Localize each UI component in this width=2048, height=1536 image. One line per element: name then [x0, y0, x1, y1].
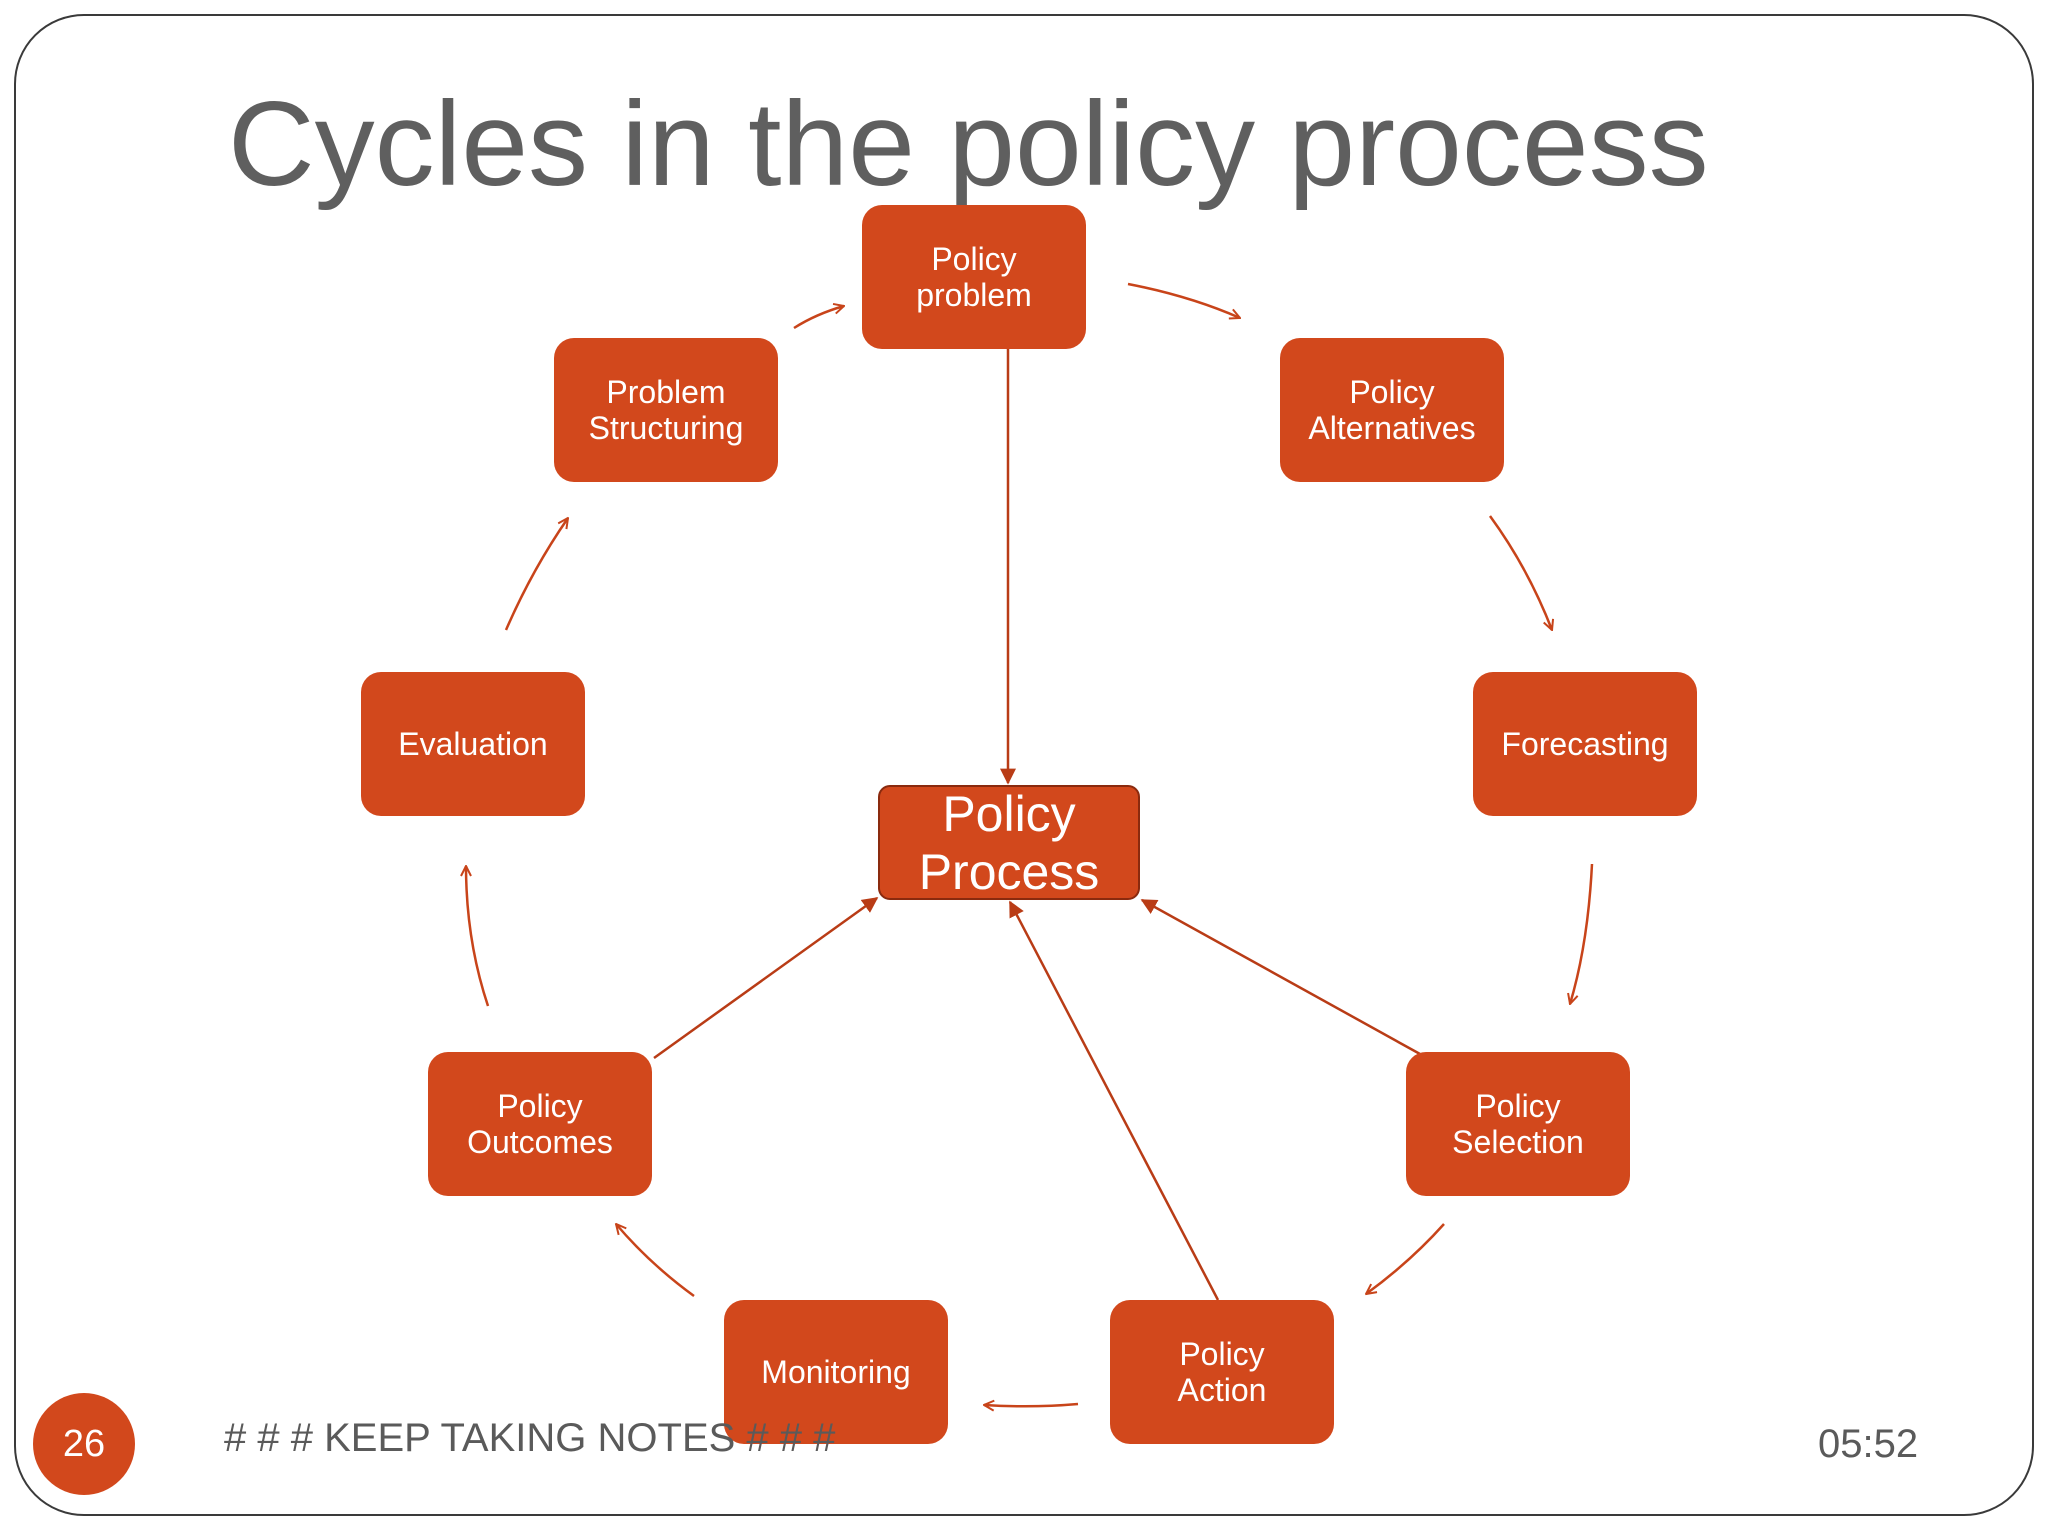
- arrow-alternatives-to-forecasting: [1488, 515, 1552, 630]
- node-problem-structuring: Problem Structuring: [554, 338, 778, 482]
- node-policy-process-center: Policy Process: [878, 785, 1140, 900]
- slide-title: Cycles in the policy process: [228, 77, 1709, 211]
- arrow-action-to-center: [1008, 900, 1220, 1301]
- arrow-evaluation-to-structuring: [504, 518, 568, 631]
- node-policy-alternatives: Policy Alternatives: [1280, 338, 1504, 482]
- node-policy-problem: Policy problem: [862, 205, 1086, 349]
- arrow-outcomes-to-evaluation: [466, 866, 490, 1007]
- footer-note: # # # KEEP TAKING NOTES # # #: [224, 1416, 836, 1460]
- node-policy-action: Policy Action: [1110, 1300, 1334, 1444]
- arrow-selection-to-center: [1140, 898, 1421, 1056]
- node-monitoring: Monitoring: [724, 1300, 948, 1444]
- slide-frame: [14, 14, 2034, 1516]
- arrow-forecasting-to-selection: [1570, 863, 1594, 1004]
- arrow-action-to-monitoring: [984, 1404, 1079, 1406]
- arrow-outcomes-to-center: [653, 896, 879, 1060]
- arrow-structuring-to-problem: [793, 306, 844, 330]
- arrow-problem-to-alternatives: [1127, 282, 1240, 318]
- node-evaluation: Evaluation: [361, 672, 585, 816]
- arrow-selection-to-action: [1366, 1223, 1445, 1294]
- arrow-monitoring-to-outcomes: [616, 1224, 695, 1298]
- slide-time: 05:52: [1818, 1422, 1919, 1466]
- node-forecasting: Forecasting: [1473, 672, 1697, 816]
- node-policy-selection: Policy Selection: [1406, 1052, 1630, 1196]
- slide-number-badge: 26: [33, 1393, 135, 1495]
- node-policy-outcomes: Policy Outcomes: [428, 1052, 652, 1196]
